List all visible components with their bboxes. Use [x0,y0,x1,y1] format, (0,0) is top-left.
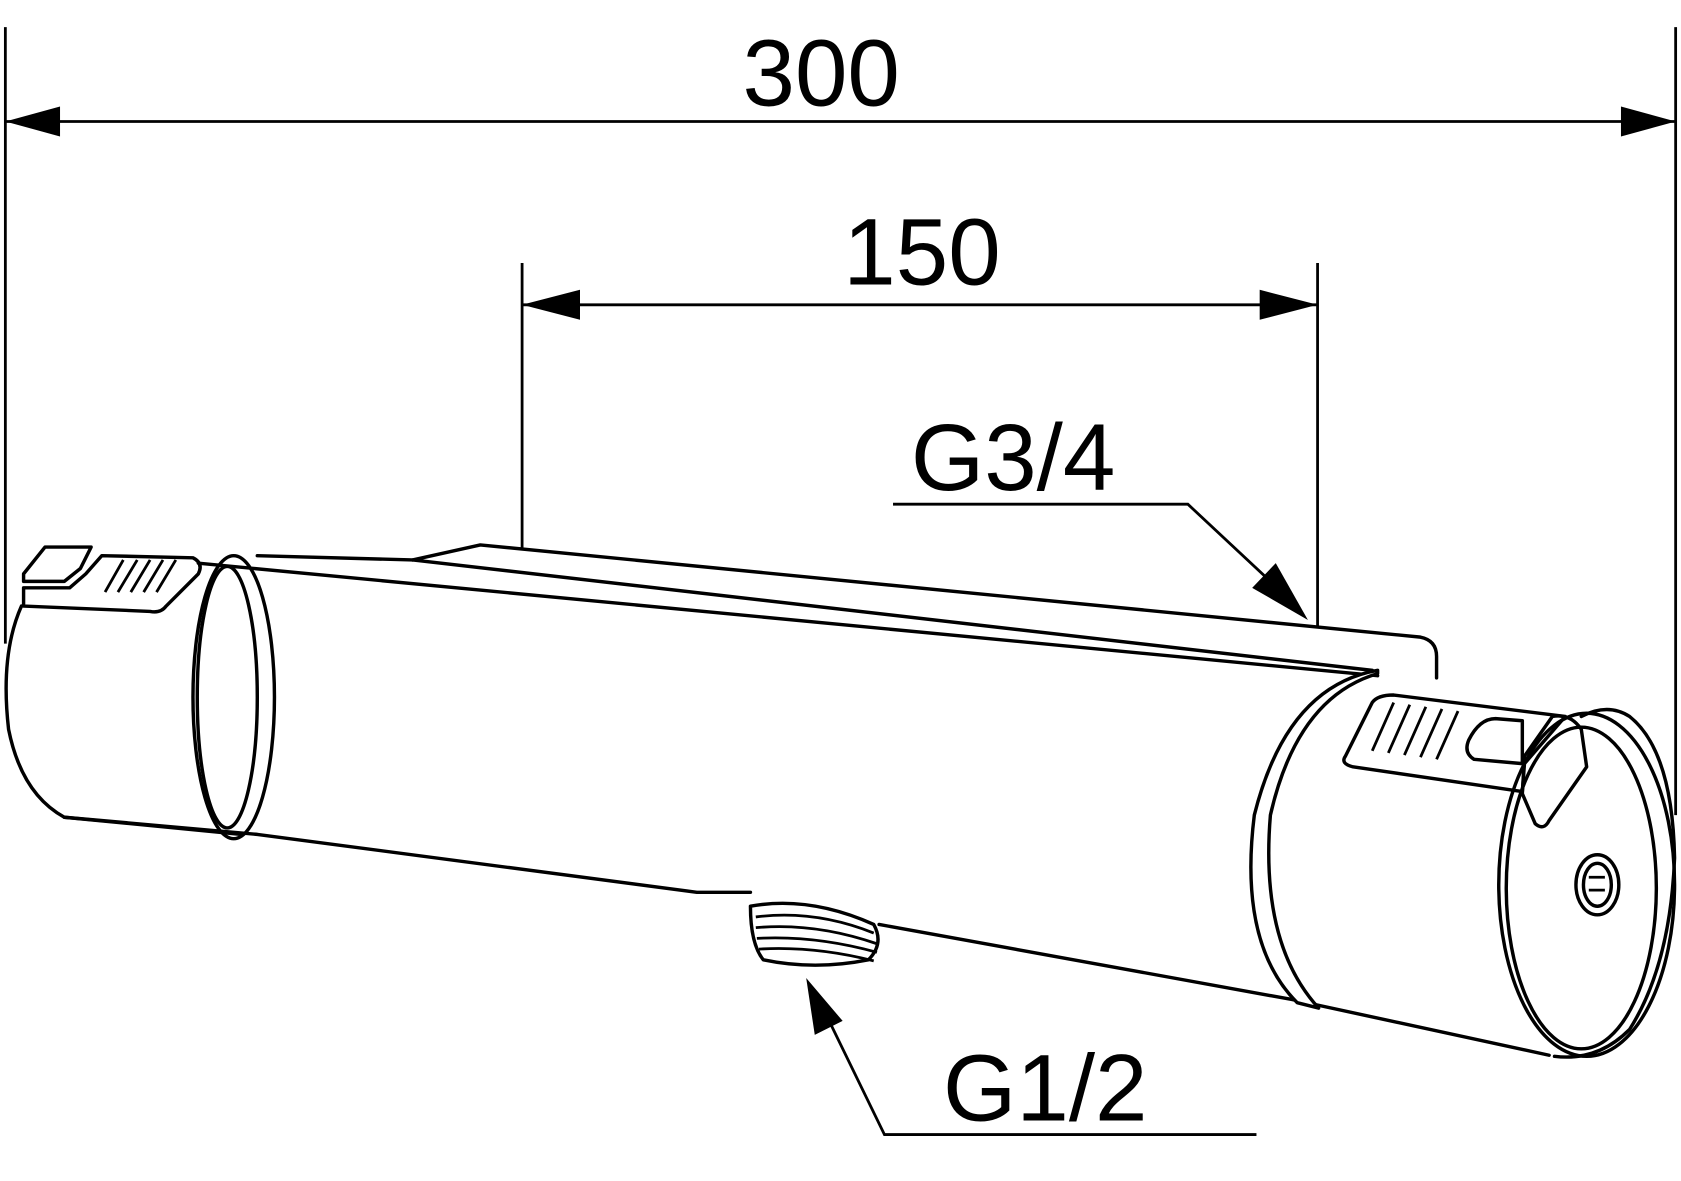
dimension-150-label: 150 [843,199,1000,304]
outlet-connector [748,901,880,967]
screw-icon [1574,853,1621,917]
outlet-thread-label: G1/2 [943,1036,1148,1141]
arrow-right-icon [1259,289,1318,320]
arrow-left-icon [5,106,61,137]
arrow-right-icon [1620,106,1676,137]
dimension-300: 300 [5,20,1676,137]
thermostat-body [4,543,1677,1059]
thread-callout-outlet: G1/2 [806,978,1257,1141]
extension-lines [3,27,1678,816]
dimension-300-label: 300 [743,20,900,125]
dimension-150: 150 [522,199,1318,320]
arrow-icon [1252,563,1308,620]
arrow-icon [806,978,843,1035]
inlet-thread-label: G3/4 [911,405,1116,510]
arrow-left-icon [522,289,580,320]
thread-callout-inlet: G3/4 [893,405,1308,620]
